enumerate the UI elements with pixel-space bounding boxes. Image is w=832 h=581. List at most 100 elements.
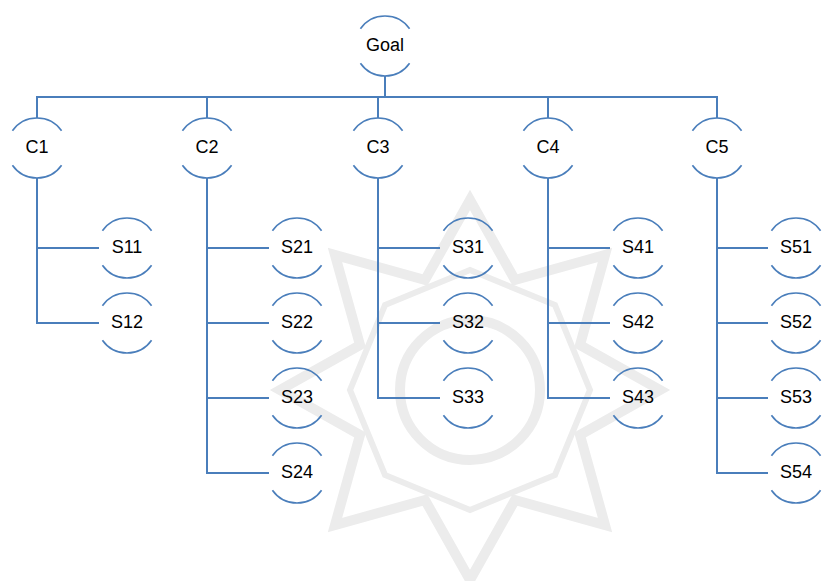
tree-connector <box>37 178 99 323</box>
node-arc <box>182 118 231 131</box>
circle-node: C3 <box>346 116 410 180</box>
node-arc <box>771 490 820 503</box>
node-arc <box>771 443 820 456</box>
node-label: C1 <box>25 138 48 158</box>
node-label: C4 <box>536 138 559 158</box>
node-arc <box>771 218 820 231</box>
node-label: S23 <box>281 388 313 408</box>
tree-connector <box>378 76 385 118</box>
circle-node: S42 <box>606 291 670 355</box>
node-arc <box>272 218 321 231</box>
node-arc <box>272 443 321 456</box>
circle-node: S31 <box>436 216 500 280</box>
node-label: S51 <box>780 238 812 258</box>
node-arc <box>523 165 572 178</box>
node-arc <box>771 368 820 381</box>
node-label: S11 <box>112 238 143 258</box>
tree-connector <box>717 178 768 248</box>
circle-node: S54 <box>764 441 828 505</box>
node-arc <box>771 340 820 353</box>
node-arc <box>613 368 662 381</box>
node-arc <box>613 415 662 428</box>
circle-node: C5 <box>685 116 749 180</box>
node-label: S22 <box>281 313 313 333</box>
tree-connector <box>37 178 99 248</box>
node-label: S33 <box>452 388 484 408</box>
node-arc <box>771 415 820 428</box>
node-arc <box>613 340 662 353</box>
circle-node: S43 <box>606 366 670 430</box>
node-arc <box>12 118 61 131</box>
node-arc <box>102 265 151 278</box>
circle-node: Goal <box>353 14 417 78</box>
circle-node: S24 <box>265 441 329 505</box>
node-label: S53 <box>780 388 812 408</box>
node-label: S52 <box>780 313 812 333</box>
tree-connector <box>37 76 385 118</box>
node-label: S54 <box>780 463 812 483</box>
circle-node: S41 <box>606 216 670 280</box>
node-arc <box>443 218 492 231</box>
circle-node: S12 <box>95 291 159 355</box>
node-arc <box>272 293 321 306</box>
circle-node: C1 <box>5 116 69 180</box>
tree-connector <box>548 178 610 323</box>
circle-node: S51 <box>764 216 828 280</box>
node-arc <box>443 368 492 381</box>
node-arc <box>272 265 321 278</box>
node-label: Goal <box>366 36 404 56</box>
node-arc <box>692 118 741 131</box>
tree-connector <box>717 178 768 398</box>
node-label: S42 <box>622 313 654 333</box>
node-arc <box>771 265 820 278</box>
node-label: S31 <box>452 238 484 258</box>
node-arc <box>182 165 231 178</box>
tree-connector <box>385 76 717 118</box>
node-arc <box>443 340 492 353</box>
node-arc <box>613 218 662 231</box>
node-label: S21 <box>281 238 313 258</box>
tree-connector <box>548 178 610 398</box>
tree-connector <box>548 178 610 248</box>
circle-node: C4 <box>516 116 580 180</box>
tree-connector <box>207 178 269 248</box>
node-arc <box>272 490 321 503</box>
node-arc <box>443 415 492 428</box>
node-arc <box>523 118 572 131</box>
node-arc <box>443 265 492 278</box>
tree-connector <box>378 178 440 398</box>
ornament <box>280 200 660 580</box>
node-arc <box>272 368 321 381</box>
node-label: C3 <box>366 138 389 158</box>
node-arc <box>102 340 151 353</box>
node-label: S32 <box>452 313 484 333</box>
node-arc <box>102 293 151 306</box>
node-label: C2 <box>195 138 218 158</box>
node-arc <box>692 165 741 178</box>
tree-connector <box>378 178 440 248</box>
node-arc <box>272 340 321 353</box>
node-label: S12 <box>111 313 143 333</box>
node-arc <box>613 265 662 278</box>
node-arc <box>353 165 402 178</box>
circle-node: S32 <box>436 291 500 355</box>
node-arc <box>360 16 409 29</box>
node-label: S43 <box>622 388 654 408</box>
circle-node: S23 <box>265 366 329 430</box>
node-arc <box>353 118 402 131</box>
tree-connector <box>207 178 269 323</box>
circle-node: S11 <box>95 216 159 280</box>
tree-connector <box>207 178 269 398</box>
node-label: S24 <box>281 463 313 483</box>
circle-node: S53 <box>764 366 828 430</box>
node-arc <box>613 293 662 306</box>
tree-connector <box>378 178 440 323</box>
node-arc <box>102 218 151 231</box>
circle-node: S33 <box>436 366 500 430</box>
circle-node: S52 <box>764 291 828 355</box>
node-arc <box>771 293 820 306</box>
node-arc <box>12 165 61 178</box>
